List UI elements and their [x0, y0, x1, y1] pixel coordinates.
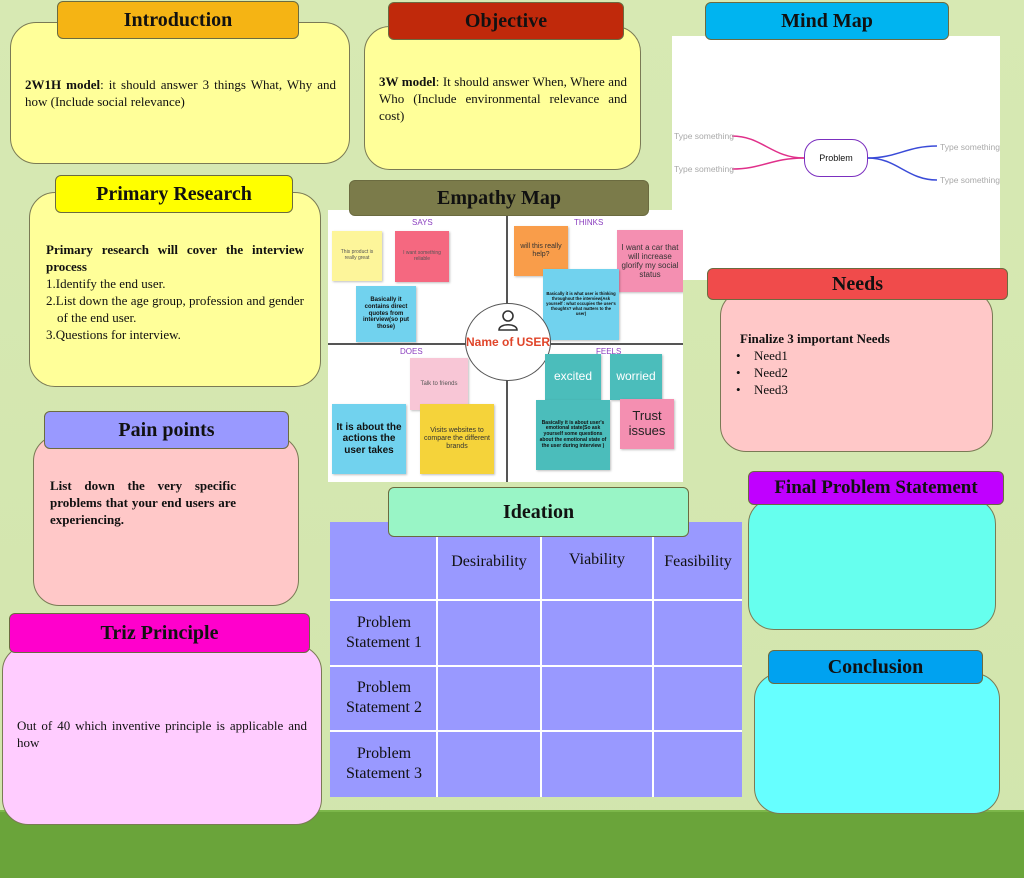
- needs-heading: Finalize 3 important Needs: [740, 331, 890, 346]
- pain-points-box: [33, 435, 299, 606]
- final-problem-title: Final Problem Statement: [748, 471, 1004, 505]
- user-icon: [498, 310, 518, 331]
- sticky-note[interactable]: It is about the actions the user takes: [332, 404, 406, 474]
- triz-box: [2, 645, 322, 825]
- primary-research-heading: Primary research will cover the intervie…: [46, 242, 304, 274]
- needs-list: Need1 Need2 Need3: [736, 347, 788, 398]
- introduction-lead: 2W1H model: [25, 77, 101, 92]
- sticky-note[interactable]: I want something reliable: [395, 231, 449, 282]
- primary-research-content: Primary research will cover the intervie…: [46, 241, 304, 343]
- mind-map-right-label-2[interactable]: Type something: [940, 175, 1001, 185]
- ideation-table: Desirability Viability Feasibility Probl…: [330, 522, 742, 797]
- ideation-row-header: Problem Statement 2: [346, 679, 422, 716]
- empathy-map-canvas: SAYS THINKS DOES FEELS This product is r…: [328, 210, 683, 482]
- mind-map-title: Mind Map: [705, 2, 949, 40]
- objective-lead: 3W model: [379, 74, 436, 89]
- primary-research-item-3: 3.Questions for interview.: [46, 327, 181, 342]
- mind-map-center-node[interactable]: Problem: [804, 139, 868, 177]
- need-item: Need1: [736, 347, 788, 364]
- mind-map-branches: [731, 135, 938, 181]
- objective-body: : It should answer When, Where and Who (…: [379, 74, 627, 123]
- sticky-note[interactable]: Basically it contains direct quotes from…: [356, 286, 416, 342]
- ideation-col-header: Feasibility: [664, 553, 732, 570]
- quadrant-thinks-label: THINKS: [574, 218, 604, 227]
- ideation-col-header: Desirability: [451, 553, 527, 570]
- introduction-title: Introduction: [57, 1, 299, 39]
- mind-map-right-label-1[interactable]: Type something: [940, 142, 1001, 152]
- sticky-note[interactable]: This product is really great: [332, 231, 382, 281]
- triz-title: Triz Principle: [9, 613, 310, 653]
- triz-text: Out of 40 which inventive principle is a…: [17, 718, 307, 750]
- quadrant-feels-label: FEELS: [596, 347, 622, 356]
- ideation-title: Ideation: [388, 487, 689, 537]
- pain-points-text: List down the very specific problems tha…: [50, 478, 236, 527]
- need-item: Need2: [736, 364, 788, 381]
- mind-map-canvas[interactable]: Problem Type something Type something Ty…: [672, 36, 1000, 280]
- sticky-note[interactable]: will this really help?: [514, 226, 568, 276]
- user-circle: [465, 303, 551, 381]
- ideation-row-header: Problem Statement 3: [346, 745, 422, 782]
- conclusion-box: [754, 673, 1000, 814]
- ideation-row-header: Problem Statement 1: [346, 614, 422, 651]
- objective-title: Objective: [388, 2, 624, 40]
- objective-box: [364, 26, 641, 170]
- sticky-note[interactable]: Trust issues: [620, 399, 674, 449]
- introduction-body: : it should answer 3 things What, Why an…: [25, 77, 336, 109]
- final-problem-box: [748, 498, 996, 630]
- objective-text: 3W model: It should answer When, Where a…: [379, 73, 627, 124]
- mind-map-left-label-1[interactable]: Type something: [674, 131, 735, 141]
- primary-research-box: [29, 192, 321, 387]
- sticky-note[interactable]: I want a car that will increase glorify …: [617, 230, 683, 292]
- mind-map-left-label-2[interactable]: Type something: [674, 164, 735, 174]
- quadrant-says-label: SAYS: [412, 218, 433, 227]
- sticky-note[interactable]: Basically it is what user is thinking th…: [543, 269, 619, 340]
- needs-title: Needs: [707, 268, 1008, 300]
- introduction-text: 2W1H model: it should answer 3 things Wh…: [25, 76, 336, 110]
- user-name: Name of USER: [465, 335, 551, 349]
- pain-points-title: Pain points: [44, 411, 289, 449]
- primary-research-item-2: 2.List down the age group, profession an…: [46, 293, 304, 325]
- introduction-box: [10, 22, 350, 164]
- conclusion-title: Conclusion: [768, 650, 983, 684]
- sticky-note[interactable]: worried: [610, 354, 662, 400]
- ideation-col-header: Viability: [569, 551, 625, 568]
- empathy-map-title: Empathy Map: [349, 180, 649, 216]
- sticky-note[interactable]: Talk to friends: [410, 358, 468, 410]
- quadrant-does-label: DOES: [400, 347, 423, 356]
- sticky-note[interactable]: Basically it is about user's emotional s…: [536, 400, 610, 470]
- need-item: Need3: [736, 381, 788, 398]
- primary-research-item-1: 1.Identify the end user.: [46, 276, 166, 291]
- sticky-note[interactable]: Visits websites to compare the different…: [420, 404, 494, 474]
- sticky-note[interactable]: excited: [545, 354, 601, 400]
- primary-research-title: Primary Research: [55, 175, 293, 213]
